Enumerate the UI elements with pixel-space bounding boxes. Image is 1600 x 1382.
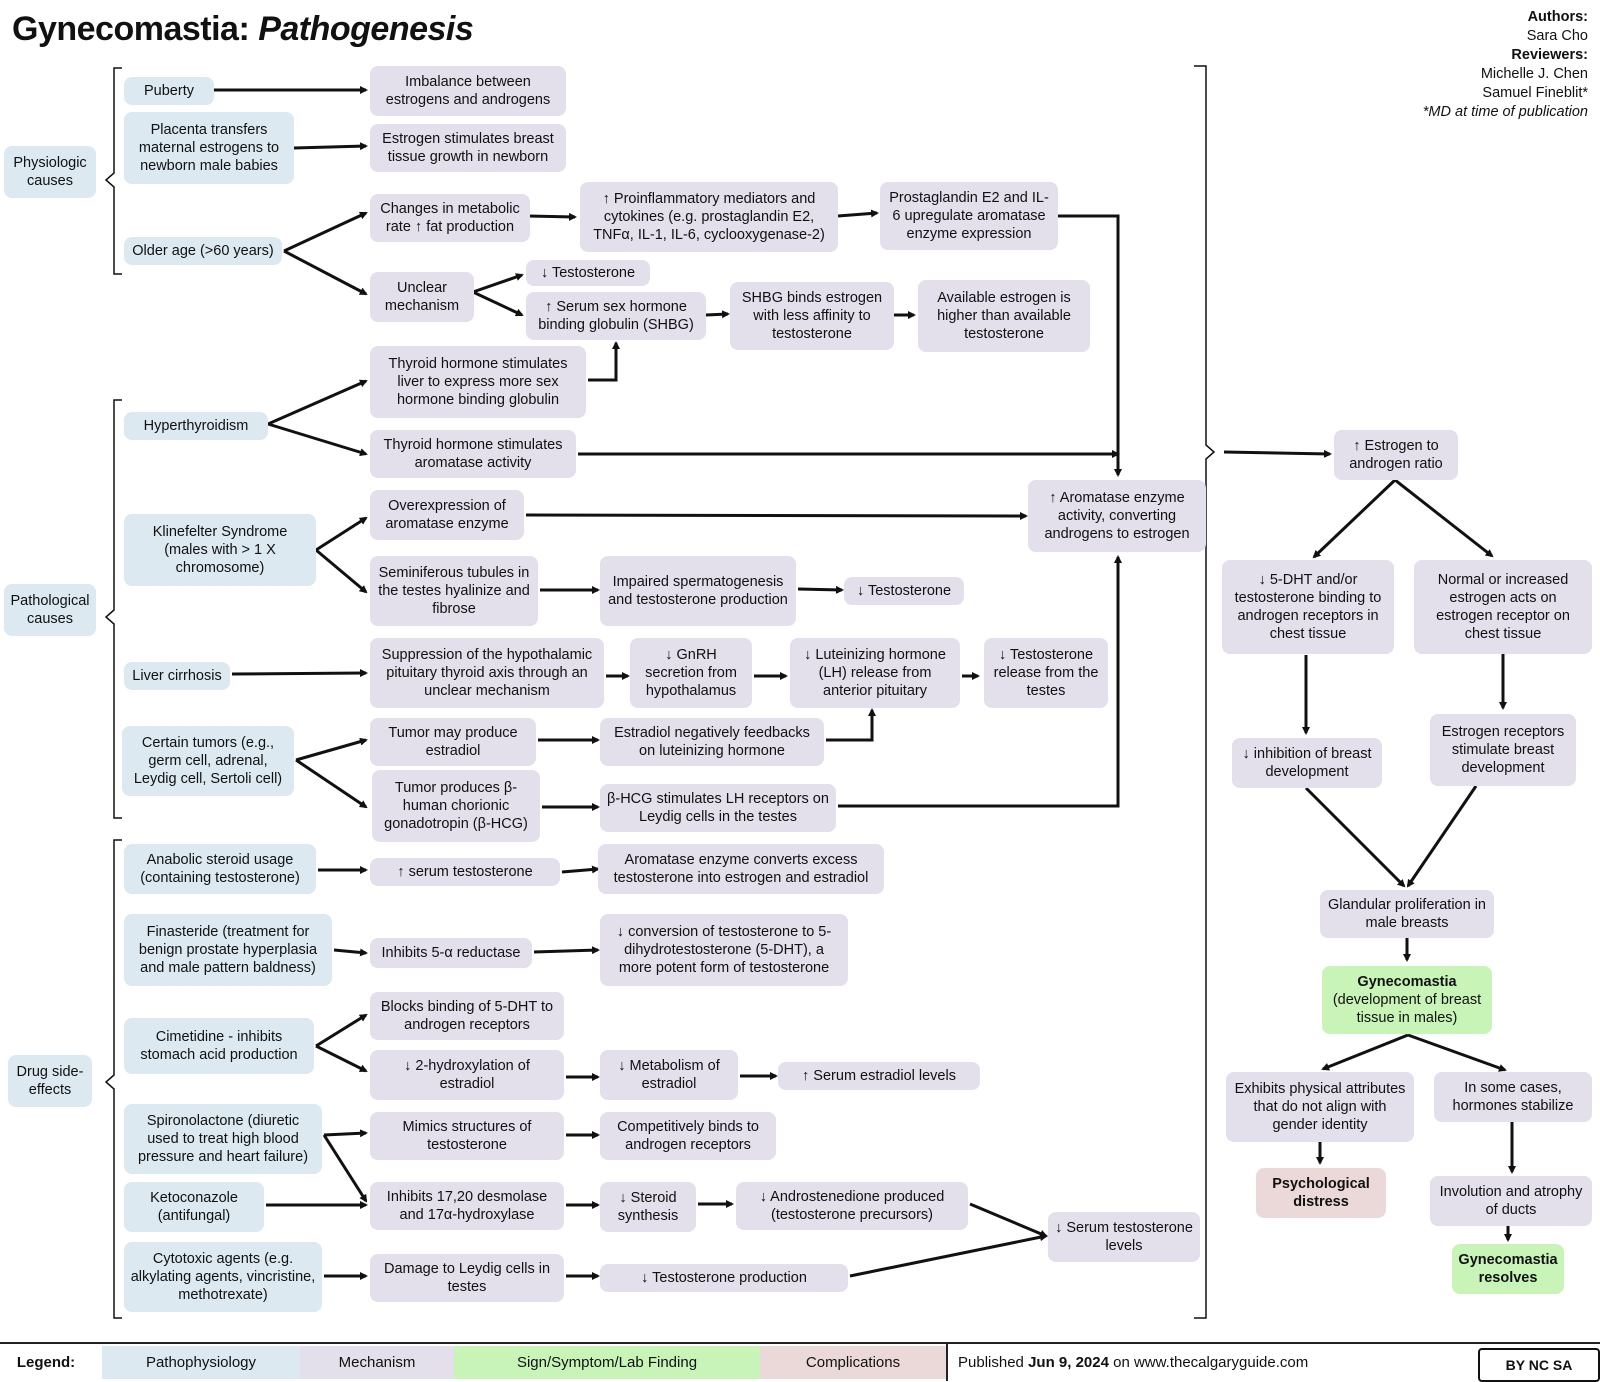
node-androstenedione: ↓ Androstenedione produced (testosterone…: [736, 1182, 968, 1230]
node-tumor-estradiol: Tumor may produce estradiol: [370, 718, 536, 766]
category-drug: Drug side-effects: [8, 1055, 92, 1107]
node-estrogen-ratio: ↑ Estrogen to androgen ratio: [1334, 430, 1458, 480]
cc-license-badge: BY NC SA: [1478, 1348, 1600, 1382]
node-testosterone-release: ↓ Testosterone release from the testes: [984, 638, 1108, 708]
node-resolves: Gynecomastia resolves: [1452, 1244, 1564, 1294]
node-aromatase-converts: Aromatase enzyme converts excess testost…: [598, 844, 884, 894]
node-unclear: Unclear mechanism: [370, 272, 474, 322]
legend-divider: [0, 1342, 1600, 1344]
node-overexpression: Overexpression of aromatase enzyme: [370, 490, 524, 540]
published-prefix: Published: [958, 1354, 1024, 1371]
node-serum-testosterone-up: ↑ serum testosterone: [370, 858, 560, 886]
node-normal-estrogen: Normal or increased estrogen acts on est…: [1414, 560, 1592, 654]
node-hydroxylation: ↓ 2-hydroxylation of estradiol: [370, 1050, 564, 1100]
reviewer-name: Samuel Fineblit*: [1482, 85, 1588, 101]
node-dht-binding: ↓ 5-DHT and/or testosterone binding to a…: [1222, 560, 1394, 654]
node-hyperthyroidism: Hyperthyroidism: [124, 412, 268, 440]
node-gynecomastia: Gynecomastia (development of breast tiss…: [1322, 966, 1492, 1034]
node-serum-testosterone-down: ↓ Serum testosterone levels: [1048, 1212, 1200, 1262]
published-date: Jun 9, 2024: [1028, 1354, 1109, 1371]
legend-sign: Sign/Symptom/Lab Finding: [454, 1346, 760, 1379]
authors-label: Authors:: [1527, 9, 1588, 25]
node-estrogen-newborn: Estrogen stimulates breast tissue growth…: [370, 124, 566, 172]
cc-license-text: BY NC SA: [1505, 1357, 1573, 1373]
footnote: *MD at time of publication: [1422, 104, 1588, 120]
legend-label: Legend:: [16, 1354, 76, 1371]
gynecomastia-subtitle: (development of breast tissue in males): [1332, 992, 1482, 1026]
node-damage-leydig: Damage to Leydig cells in testes: [370, 1254, 564, 1302]
category-physiologic: Physiologic causes: [4, 146, 96, 198]
node-placenta: Placenta transfers maternal estrogens to…: [124, 112, 294, 184]
node-finasteride: Finasteride (treatment for benign prosta…: [124, 914, 332, 986]
node-available-estrogen: Available estrogen is higher than availa…: [918, 280, 1090, 352]
published-suffix: on www.thecalgaryguide.com: [1113, 1354, 1309, 1371]
page-title: Gynecomastia: Pathogenesis: [12, 10, 474, 48]
node-inhibits-1720: Inhibits 17,20 desmolase and 17α-hydroxy…: [370, 1182, 564, 1230]
node-physical-attributes: Exhibits physical attributes that do not…: [1226, 1072, 1414, 1142]
published-line: Published Jun 9, 2024 on www.thecalgaryg…: [958, 1346, 1308, 1379]
footer-divider: [946, 1344, 948, 1381]
node-thyroid-liver: Thyroid hormone stimulates liver to expr…: [370, 346, 586, 418]
node-suppression: Suppression of the hypothalamic pituitar…: [370, 638, 604, 708]
author-name: Sara Cho: [1526, 28, 1588, 44]
node-aromatase-up: ↑ Aromatase enzyme activity, converting …: [1028, 480, 1206, 552]
node-shbg-binds: SHBG binds estrogen with less affinity t…: [730, 282, 894, 350]
node-competitively: Competitively binds to androgen receptor…: [600, 1112, 776, 1160]
node-tumors: Certain tumors (e.g., germ cell, adrenal…: [122, 726, 294, 796]
reviewers-label: Reviewers:: [1511, 47, 1588, 63]
node-glandular: Glandular proliferation in male breasts: [1320, 890, 1494, 938]
node-inhibits-5a: Inhibits 5-α reductase: [370, 938, 532, 968]
node-blocks-binding: Blocks binding of 5-DHT to androgen rece…: [370, 992, 564, 1040]
node-spironolactone: Spironolactone (diuretic used to treat h…: [124, 1104, 322, 1174]
authors-block: Authors: Sara Cho Reviewers: Michelle J.…: [1423, 8, 1588, 122]
node-shbg-up: ↑ Serum sex hormone binding globulin (SH…: [526, 292, 706, 340]
node-anabolic: Anabolic steroid usage (containing testo…: [124, 844, 316, 894]
node-prostaglandin: Prostaglandin E2 and IL-6 upregulate aro…: [880, 182, 1058, 250]
node-cytotoxic: Cytotoxic agents (e.g. alkylating agents…: [124, 1242, 322, 1312]
legend-pathophysiology: Pathophysiology: [102, 1346, 300, 1379]
node-estradiol-feedback: Estradiol negatively feedbacks on lutein…: [600, 718, 824, 766]
node-mimics: Mimics structures of testosterone: [370, 1112, 564, 1160]
node-impaired: Impaired spermatogenesis and testosteron…: [600, 556, 796, 626]
node-imbalance: Imbalance between estrogens and androgen…: [370, 66, 566, 116]
node-hormones-stabilize: In some cases, hormones stabilize: [1434, 1072, 1592, 1122]
node-ketoconazole: Ketoconazole (antifungal): [124, 1182, 264, 1232]
category-pathological: Pathological causes: [4, 584, 96, 636]
node-thyroid-aromatase: Thyroid hormone stimulates aromatase act…: [370, 430, 576, 478]
reviewer-name: Michelle J. Chen: [1480, 66, 1588, 82]
node-puberty: Puberty: [124, 77, 214, 105]
node-cimetidine: Cimetidine - inhibits stomach acid produ…: [124, 1018, 314, 1074]
node-bhcg-lh: β-HCG stimulates LH receptors on Leydig …: [600, 784, 836, 832]
gynecomastia-title: Gynecomastia: [1357, 974, 1457, 990]
node-liver-cirrhosis: Liver cirrhosis: [124, 662, 230, 690]
node-testosterone-production: ↓ Testosterone production: [600, 1264, 848, 1292]
node-serum-estradiol: ↑ Serum estradiol levels: [778, 1062, 980, 1090]
node-seminiferous: Seminiferous tubules in the testes hyali…: [370, 556, 538, 626]
node-steroid: ↓ Steroid synthesis: [600, 1182, 696, 1232]
node-gnrh: ↓ GnRH secretion from hypothalamus: [630, 638, 752, 708]
node-inhibition-breast: ↓ inhibition of breast development: [1232, 738, 1382, 788]
legend-mechanism: Mechanism: [300, 1346, 454, 1379]
node-tumor-bhcg: Tumor produces β-human chorionic gonadot…: [372, 770, 540, 842]
legend-complications: Complications: [760, 1346, 946, 1379]
node-conversion-down: ↓ conversion of testosterone to 5-dihydr…: [600, 914, 848, 986]
node-older-age: Older age (>60 years): [124, 237, 282, 265]
node-testosterone-down-1: ↓ Testosterone: [526, 260, 650, 286]
node-psych-distress: Psychological distress: [1256, 1168, 1386, 1218]
node-involution: Involution and atrophy of ducts: [1430, 1176, 1592, 1226]
node-estrogen-receptors: Estrogen receptors stimulate breast deve…: [1430, 714, 1576, 786]
node-metabolism: ↓ Metabolism of estradiol: [600, 1050, 738, 1100]
node-lh: ↓ Luteinizing hormone (LH) release from …: [790, 638, 960, 708]
node-klinefelter: Klinefelter Syndrome (males with > 1 X c…: [124, 514, 316, 586]
node-metabolic: Changes in metabolic rate ↑ fat producti…: [370, 194, 530, 242]
node-testosterone-down-2: ↓ Testosterone: [844, 577, 964, 605]
node-proinflammatory: ↑ Proinflammatory mediators and cytokine…: [580, 182, 838, 252]
